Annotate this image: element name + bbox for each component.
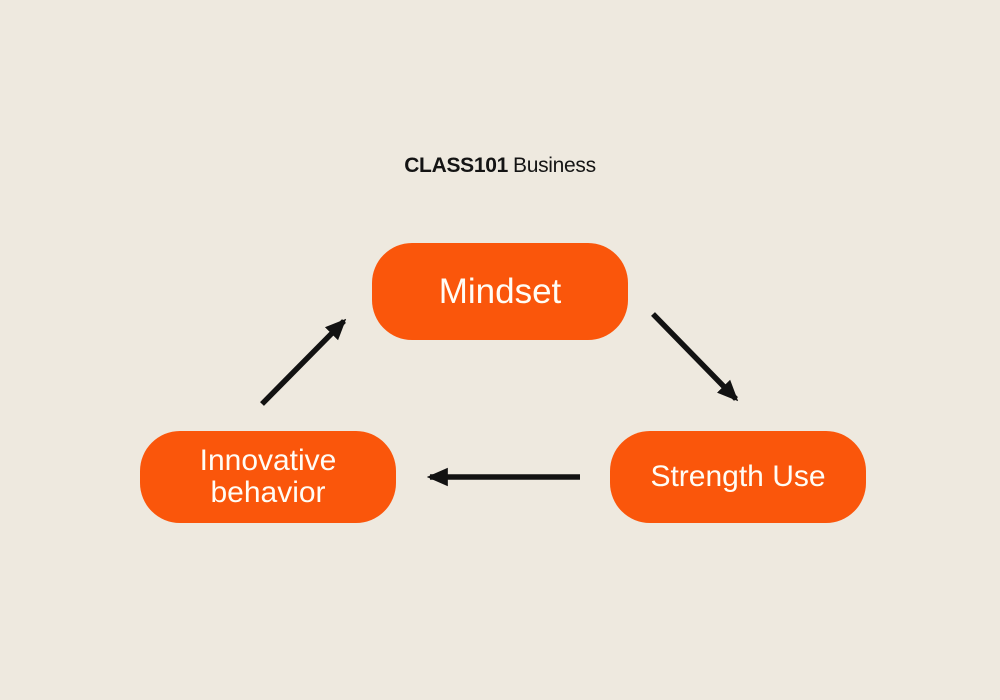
node-strength-use-label: Strength Use	[650, 459, 826, 493]
node-innovative-behavior-label: Innovative behavior	[199, 443, 337, 509]
node-mindset: Mindset	[372, 243, 628, 340]
brand-suffix: Business	[513, 154, 596, 177]
arrow-innovative-behavior-to-mindset	[260, 318, 347, 406]
arrow-mindset-to-strength-use	[651, 312, 739, 402]
brand-name: CLASS101	[404, 154, 508, 177]
node-mindset-label: Mindset	[438, 271, 562, 311]
node-strength-use: Strength Use	[610, 431, 866, 523]
node-innovative-behavior: Innovative behavior	[140, 431, 396, 523]
